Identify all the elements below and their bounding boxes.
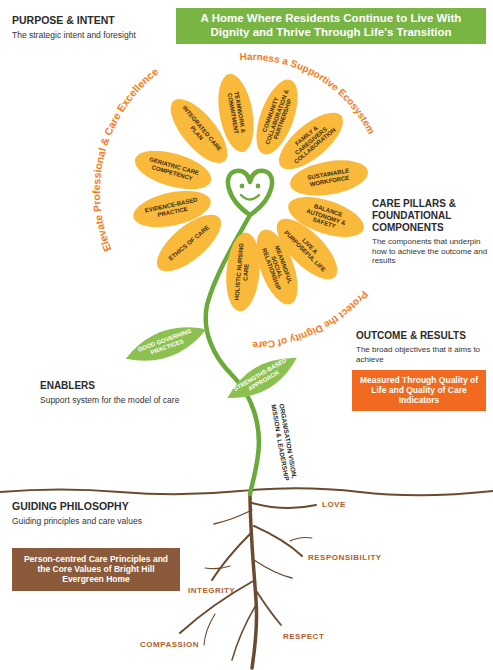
- section-heading: CARE PILLARS & FOUNDATIONAL COMPONENTS: [372, 198, 490, 234]
- arc-text-path: Protect the Dignity of Care: [252, 289, 370, 351]
- heart-face: [228, 171, 272, 215]
- petal-fill: [287, 155, 371, 201]
- eye: [240, 184, 245, 189]
- root-branch: [180, 580, 255, 633]
- box-text: Measured Through Quality of Life and Qua…: [358, 375, 480, 406]
- petal-fill: [213, 71, 259, 155]
- section-heading: GUIDING PHILOSOPHY: [12, 500, 182, 513]
- enabler-leaf: STRENGTHS-BASED APPROACH: [220, 345, 304, 411]
- section-subtitle: Support system for the model of care: [40, 395, 205, 405]
- rootlet: [232, 605, 256, 660]
- rootlet: [254, 560, 292, 578]
- leaf-fill: [121, 317, 211, 371]
- philosophy-box: Person-centred Care Principles and the C…: [12, 548, 180, 591]
- root-branch: [254, 526, 302, 556]
- box-text: A Home Where Residents Continue to Live …: [184, 12, 478, 40]
- section-heading: OUTCOME & RESULTS: [356, 330, 488, 342]
- petal-fill: [130, 184, 214, 233]
- rootlet: [204, 614, 215, 645]
- petal-fill: [131, 143, 216, 196]
- root-branch: [257, 592, 281, 625]
- outcome-box: Measured Through Quality of Life and Qua…: [352, 370, 486, 411]
- rootlet: [214, 510, 252, 524]
- section-subtitle: The broad objectives that it aims to ach…: [356, 345, 488, 364]
- value-label: INTEGRITY: [188, 586, 235, 596]
- enabler-leaf: GOOD GOVERNING PRACTICES: [120, 314, 212, 373]
- rootlet: [290, 537, 312, 541]
- box-text: Person-centred Care Principles and the C…: [19, 554, 173, 585]
- smile: [241, 195, 259, 200]
- value-label: RESPONSIBILITY: [308, 553, 382, 563]
- eye: [256, 184, 261, 189]
- section-subtitle: Guiding principles and care values: [12, 516, 182, 526]
- value-label: COMPASSION: [140, 640, 199, 650]
- root-branch: [212, 533, 251, 580]
- leaf-fill: [221, 347, 303, 408]
- value-label: LOVE: [322, 500, 346, 510]
- roots: [180, 493, 316, 668]
- stem-label: ORGANISATION VISION, MISSION & LEADERSHI…: [268, 393, 300, 490]
- care-pillar-petal: HOLISTIC NURSING CARE: [223, 230, 264, 313]
- arc-theme: Protect the Dignity of Care: [252, 289, 370, 351]
- value-label: RESPECT: [283, 632, 324, 642]
- section-heading: ENABLERS: [40, 380, 160, 392]
- petal-fill: [223, 231, 263, 313]
- ground-line: [0, 488, 493, 495]
- section-heading: PURPOSE & INTENT: [12, 14, 172, 27]
- root-branch: [252, 503, 316, 508]
- section-subtitle: The strategic intent and foresight: [12, 30, 162, 40]
- leaf-text: STRENGTHS-BASED APPROACH: [233, 357, 292, 399]
- section-subtitle: The components that underpin how to achi…: [372, 237, 490, 266]
- purpose-banner: A Home Where Residents Continue to Live …: [176, 8, 486, 44]
- rootlet: [205, 566, 230, 569]
